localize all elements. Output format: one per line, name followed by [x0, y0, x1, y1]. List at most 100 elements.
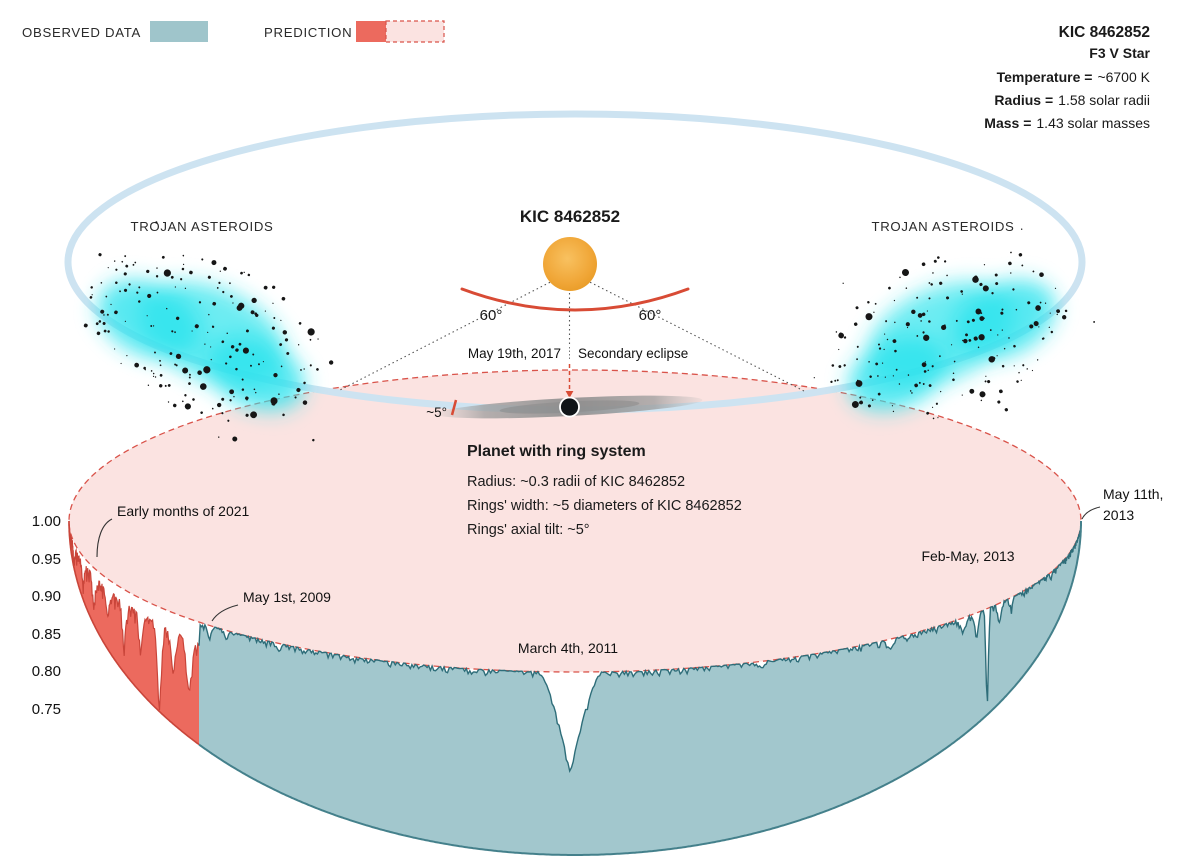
asteroid-dot	[888, 286, 891, 290]
asteroid-dot	[931, 365, 934, 368]
asteroid-dot	[199, 383, 207, 390]
asteroid-dot	[171, 330, 174, 333]
asteroid-dot	[906, 326, 909, 329]
asteroid-dot	[1008, 261, 1012, 266]
asteroid-dot	[939, 281, 943, 285]
asteroid-dot	[194, 324, 199, 329]
asteroid-dot	[1050, 330, 1054, 334]
asteroid-dot	[312, 438, 315, 442]
asteroid-dot	[242, 347, 249, 354]
asteroid-dot	[991, 292, 994, 295]
asteroid-dot	[877, 343, 880, 346]
asteroid-dot	[83, 323, 88, 328]
asteroid-dot	[1064, 309, 1068, 313]
asteroid-dot	[886, 338, 889, 341]
asteroid-dot	[943, 324, 946, 327]
asteroid-dot	[95, 322, 99, 326]
asteroid-dot	[203, 366, 211, 374]
asteroid-dot	[300, 369, 302, 371]
temperature-label: Temperature =	[997, 69, 1093, 85]
asteroid-dot	[853, 322, 858, 326]
asteroid-dot	[946, 296, 950, 300]
asteroid-dot	[317, 338, 319, 340]
asteroid-dot	[830, 380, 833, 383]
asteroid-dot	[953, 360, 956, 363]
asteroid-dot	[1001, 364, 1005, 368]
asteroid-dot	[124, 320, 127, 322]
asteroid-dot	[1013, 344, 1016, 348]
asteroid-dot	[838, 365, 842, 368]
asteroid-dot	[272, 302, 274, 304]
asteroid-dot	[134, 261, 137, 264]
asteroid-dot	[252, 353, 255, 356]
asteroid-dot	[225, 362, 228, 365]
asteroid-dot	[119, 290, 121, 293]
asteroid-dot	[972, 276, 979, 283]
asteroid-dot	[159, 364, 162, 367]
asteroid-dot	[114, 348, 116, 350]
asteroid-dot	[250, 310, 255, 315]
asteroid-dot	[839, 332, 842, 335]
asteroid-dot	[843, 364, 846, 367]
annotation-big-dip: March 4th, 2011	[518, 640, 618, 656]
asteroid-dot	[983, 317, 985, 319]
asteroid-dot	[208, 313, 210, 316]
asteroid-dot	[204, 343, 206, 345]
asteroid-dot	[1001, 329, 1003, 331]
asteroid-dot	[884, 333, 886, 335]
ring-tilt-label: ~5°	[426, 405, 447, 420]
asteroid-dot	[279, 343, 283, 347]
annotation-prediction-2021: Early months of 2021	[117, 503, 250, 519]
asteroid-dot	[238, 342, 242, 346]
asteroid-dot	[188, 382, 191, 385]
asteroid-dot	[147, 384, 150, 386]
annotation-obs-start: May 1st, 2009	[243, 589, 331, 605]
asteroid-dot	[303, 368, 305, 370]
asteroid-dot	[245, 329, 249, 333]
asteroid-dot	[273, 372, 278, 378]
star-info-mass: Mass =1.43 solar masses	[984, 115, 1150, 131]
asteroid-dot	[296, 387, 301, 393]
asteroid-dot	[233, 395, 235, 398]
trojan-cloud-left	[83, 221, 334, 442]
asteroid-dot	[241, 378, 244, 381]
asteroid-glow-left	[97, 279, 305, 411]
asteroid-dot	[110, 303, 112, 306]
leader-obs-start	[211, 604, 239, 622]
asteroid-dot	[230, 345, 235, 349]
asteroid-dot	[211, 407, 214, 410]
asteroid-dot	[1093, 321, 1096, 323]
asteroid-dot	[207, 331, 209, 334]
asteroid-dot	[98, 320, 102, 323]
asteroid-dot	[102, 321, 106, 325]
asteroid-dot	[229, 295, 233, 298]
asteroid-dot	[894, 349, 897, 353]
asteroid-dot	[940, 390, 942, 393]
asteroid-dot	[923, 334, 930, 341]
asteroid-dot	[873, 311, 875, 313]
asteroid-dot	[169, 352, 173, 355]
asteroid-dot	[106, 313, 109, 316]
eclipse-event: Secondary eclipse	[578, 346, 688, 361]
asteroid-dot	[877, 375, 879, 377]
asteroid-dot	[868, 361, 870, 363]
asteroid-dot	[856, 345, 859, 348]
asteroid-dot	[943, 260, 947, 263]
asteroid-dot	[309, 338, 312, 341]
planet-detail-ring-tilt: Rings' axial tilt: ~5°	[467, 522, 590, 538]
asteroid-dot	[843, 336, 847, 339]
glow-blob	[848, 335, 948, 411]
asteroid-dot	[1021, 264, 1024, 267]
asteroid-dot	[988, 356, 995, 363]
asteroid-dot	[125, 264, 129, 268]
asteroid-dot	[253, 388, 256, 391]
asteroid-dot	[835, 331, 838, 333]
asteroid-dot	[98, 253, 102, 257]
asteroid-dot	[103, 314, 105, 316]
legend-observed-swatch	[150, 21, 208, 42]
asteroid-dot	[966, 320, 970, 324]
star-info-type: F3 V Star	[1089, 45, 1150, 61]
asteroid-dot	[150, 370, 153, 372]
asteroid-dot	[121, 260, 124, 263]
asteroid-dot	[928, 297, 931, 300]
